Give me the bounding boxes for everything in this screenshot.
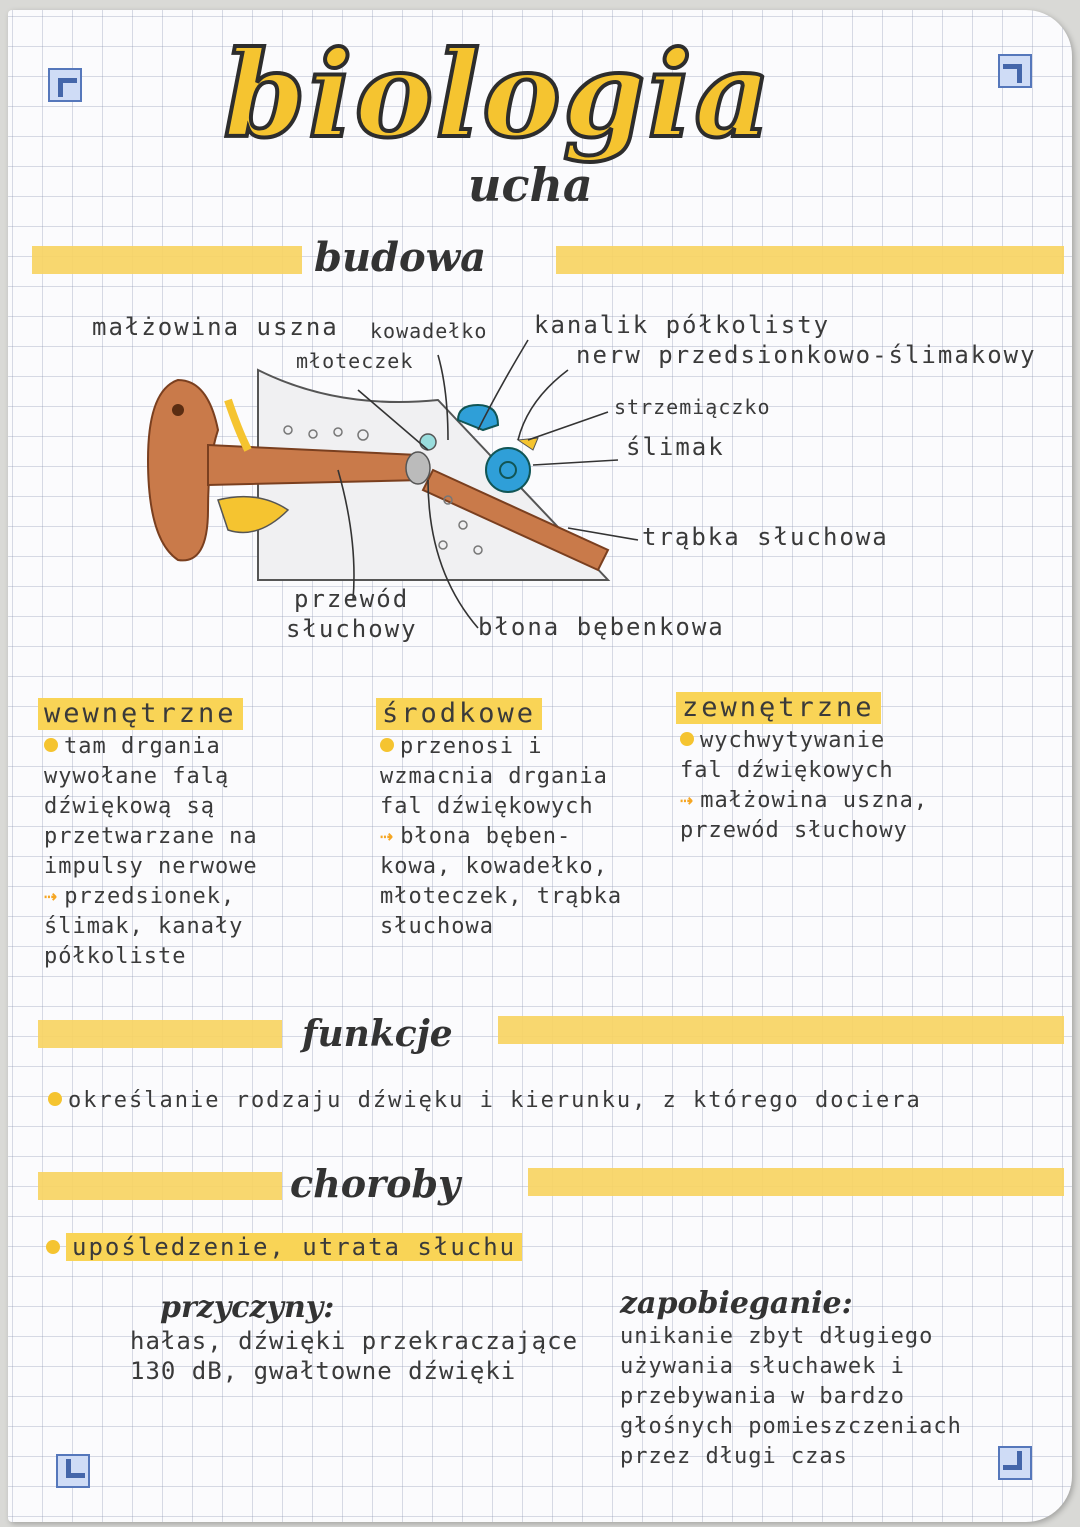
section-heading-choroby: choroby [290,1161,461,1206]
arrow-icon: ⇢ [380,824,395,849]
zapobieganie-body: unikanie zbyt długiego używania słuchawe… [620,1324,962,1469]
label-przewod-2: słuchowy [286,615,418,643]
funkcje-text: określanie rodzaju dźwięku i kierunku, z… [48,1086,922,1116]
column-body-srodkowe: przenosi i wzmacnia drgania fal dźwiękow… [380,734,623,939]
arrow-icon: ⇢ [44,884,59,909]
highlight-band [38,1172,282,1200]
page-subtitle: ucha [468,158,593,212]
zapobieganie-heading: zapobieganie: [620,1286,853,1321]
page-title: biologia [221,25,773,164]
label-kanalik: kanalik półkolisty [534,311,831,339]
choroby-text: upośledzenie, utrata słuchu [46,1232,523,1262]
section-heading-budowa: budowa [314,234,487,281]
label-malzowina: małżowina uszna [92,313,339,341]
arrow-icon: ⇢ [680,788,695,813]
highlight-band [528,1168,1064,1196]
bullet-icon [680,732,694,746]
label-trabka: trąbka słuchowa [642,523,889,551]
bullet-icon [46,1240,60,1254]
highlight-band [556,246,1064,274]
label-slimak: ślimak [626,433,725,461]
corner-mark-icon [48,68,82,102]
column-body-wewnetrzne: tam drgania wywołane falą dźwiękową są p… [44,734,258,969]
corner-mark-icon [56,1454,90,1488]
label-przewod-1: przewód [294,585,410,613]
highlight-band [498,1016,1064,1044]
label-blona: błona bębenkowa [478,613,725,641]
diagram-leader-lines [337,339,639,629]
bullet-icon [44,738,58,752]
label-mloteczek: młoteczek [296,349,414,373]
column-title-wewnetrzne: wewnętrzne [38,698,243,730]
column-body-zewnetrzne: wychwytywanie fal dźwiękowych ⇢małżowina… [680,728,929,843]
label-kowadelko: kowadełko [370,319,488,343]
column-title-zewnetrzne: zewnętrzne [676,692,881,724]
przyczyny-body: hałas, dźwięki przekraczające 130 dB, gw… [130,1327,579,1385]
bullet-icon [380,738,394,752]
ear-diagram [146,368,611,581]
corner-mark-icon [998,1446,1032,1480]
section-heading-funkcje: funkcje [302,1013,453,1055]
highlight-band [32,246,302,274]
notebook-page: biologia ucha budowa [8,10,1072,1522]
label-nerw: nerw przedsionkowo-ślimakowy [576,341,1037,369]
column-title-srodkowe: środkowe [376,698,543,730]
highlight-band [38,1020,282,1048]
bullet-icon [48,1092,62,1106]
label-strzemiaczko: strzemiączko [614,395,771,419]
przyczyny-heading: przyczyny: [160,1290,335,1325]
